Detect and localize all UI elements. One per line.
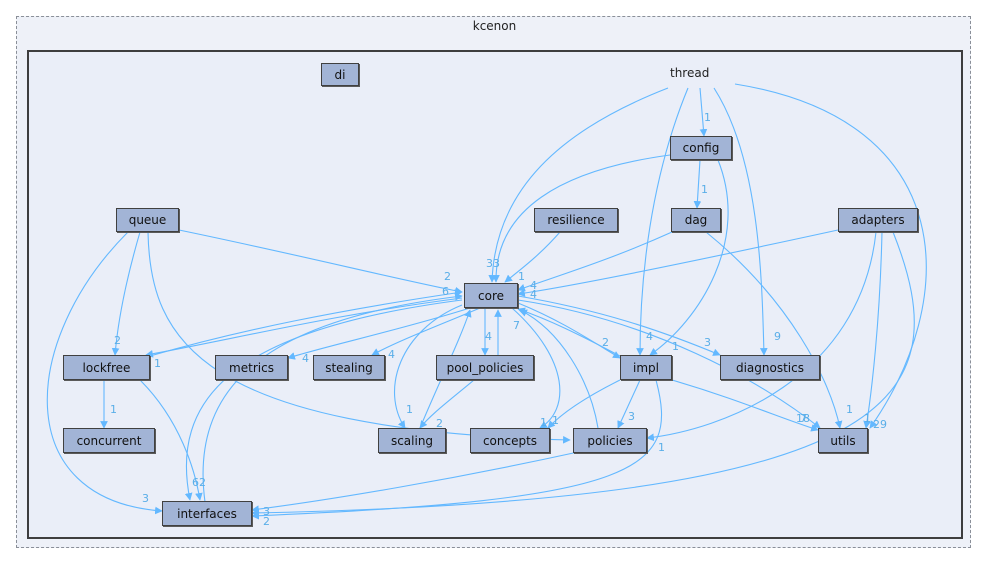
edge-lockfree-interfaces xyxy=(139,379,203,501)
edge-core-lockfree xyxy=(145,297,463,358)
edge-lockfree-core xyxy=(149,289,463,357)
edge-queue-policies xyxy=(147,231,571,444)
edge-thread-config xyxy=(699,87,708,137)
edge-core-scaling xyxy=(393,304,463,429)
edge-label-impl-interfaces: 1 xyxy=(658,441,665,454)
node-resilience[interactable]: resilience xyxy=(534,208,618,232)
edge-config-dag xyxy=(693,159,702,209)
edge-label-queue-interfaces: 3 xyxy=(142,492,149,505)
edge-label-core-impl: 2 xyxy=(602,336,609,349)
edge-label-impl-utils: 7 xyxy=(800,412,807,425)
node-metrics[interactable]: metrics xyxy=(215,355,288,380)
edge-impl-concepts xyxy=(547,379,621,429)
edge-queue-core xyxy=(178,229,463,295)
edge-label-core-in-b: 1 xyxy=(518,270,525,283)
edge-core-diagnostics xyxy=(517,295,721,356)
edge-policies-core xyxy=(519,309,599,429)
edge-label-thread-utils: 1 xyxy=(864,412,871,425)
node-queue[interactable]: queue xyxy=(116,208,179,232)
edge-label-config-dag: 1 xyxy=(701,183,708,196)
edge-label-core-in-e: 6 xyxy=(442,285,449,298)
edge-impl-interfaces xyxy=(251,379,662,520)
node-core[interactable]: core xyxy=(464,283,518,308)
edge-dag-utils xyxy=(705,231,843,429)
edge-label-interfaces-right-a: 3 xyxy=(263,505,270,518)
edge-label-core-diagnostics: 3 xyxy=(704,336,711,349)
node-interfaces[interactable]: interfaces xyxy=(162,501,252,526)
edge-resilience-core xyxy=(504,231,561,283)
edge-config-impl xyxy=(649,159,729,356)
edge-label-core-utils: 1 xyxy=(672,340,679,353)
edge-impl-core xyxy=(517,307,621,357)
edge-adapters-core xyxy=(517,229,839,297)
edge-core-interfaces xyxy=(184,299,463,501)
edge-dag-core xyxy=(517,231,673,292)
edge-core-utils xyxy=(517,299,821,429)
thread-cluster-label: thread xyxy=(670,66,710,80)
edge-label-core-metrics: 4 xyxy=(302,352,309,365)
edge-label-pool-scaling: 2 xyxy=(436,417,443,430)
edge-label-impl-core: 4 xyxy=(646,330,653,343)
edge-label-core-concepts: 1 xyxy=(540,416,547,429)
node-utils[interactable]: utils xyxy=(818,428,868,453)
edge-label-core-stealing: 4 xyxy=(388,348,395,361)
edge-label-core-pool: 4 xyxy=(485,330,492,343)
edge-label-core-scaling: 1 xyxy=(406,403,413,416)
node-di[interactable]: di xyxy=(321,63,359,86)
node-lockfree[interactable]: lockfree xyxy=(63,355,150,380)
edge-label-core-in-d: 4 xyxy=(530,288,537,301)
node-diagnostics[interactable]: diagnostics xyxy=(720,355,820,380)
node-concurrent[interactable]: concurrent xyxy=(63,428,155,453)
edge-impl-policies xyxy=(617,379,641,429)
node-dag[interactable]: dag xyxy=(671,208,721,232)
edge-label-interfaces-in: 62 xyxy=(192,476,206,489)
edge-label-thread-config: 1 xyxy=(704,111,711,124)
node-policies[interactable]: policies xyxy=(573,428,647,453)
outer-cluster-label: kcenon xyxy=(472,19,517,33)
edge-thread-utils xyxy=(734,83,927,429)
edge-adapters-policies xyxy=(646,231,877,442)
edge-pool-scaling xyxy=(419,379,475,429)
edge-label-interfaces-right-b: 2 xyxy=(263,515,270,528)
edge-label-core-in-a: 33 xyxy=(486,257,500,270)
edge-policies-interfaces xyxy=(251,451,579,513)
edge-label-impl-utils-b: 18 xyxy=(796,412,810,425)
edge-interfaces-core xyxy=(202,292,463,503)
edge-label-impl-concepts: 1 xyxy=(552,414,559,427)
edge-impl-utils xyxy=(671,379,819,432)
edge-queue-interfaces xyxy=(46,231,163,515)
node-impl[interactable]: impl xyxy=(620,355,672,380)
edge-label-pool-core: 7 xyxy=(513,319,520,332)
edge-label-lockfree-concurrent: 1 xyxy=(110,403,117,416)
edge-config-core xyxy=(492,154,671,283)
edge-label-impl-policies: 3 xyxy=(628,410,635,423)
edge-label-adapters-utils: 1 xyxy=(846,403,853,416)
edge-thread-diagnostics xyxy=(713,87,768,356)
edge-core-metrics xyxy=(287,307,471,360)
node-pool-policies[interactable]: pool_policies xyxy=(436,355,534,380)
edge-adapters-utils xyxy=(863,231,883,429)
node-scaling[interactable]: scaling xyxy=(378,428,446,453)
node-adapters[interactable]: adapters xyxy=(838,208,918,232)
node-stealing[interactable]: stealing xyxy=(313,355,385,380)
edge-core-impl xyxy=(517,302,621,359)
node-concepts[interactable]: concepts xyxy=(470,428,550,453)
node-config[interactable]: config xyxy=(670,136,732,160)
edge-label-core-in-c: 4 xyxy=(530,279,537,292)
edge-label-utils-count: 29 xyxy=(873,418,887,431)
edge-label-queue-core: 2 xyxy=(444,270,451,283)
edge-label-queue-lockfree: 2 xyxy=(114,334,121,347)
edge-thread-core xyxy=(488,87,669,283)
edge-label-thread-diagnostics: 9 xyxy=(774,330,781,343)
edge-queue-lockfree xyxy=(111,231,141,356)
edge-label-core-lockfree: 1 xyxy=(154,357,161,370)
